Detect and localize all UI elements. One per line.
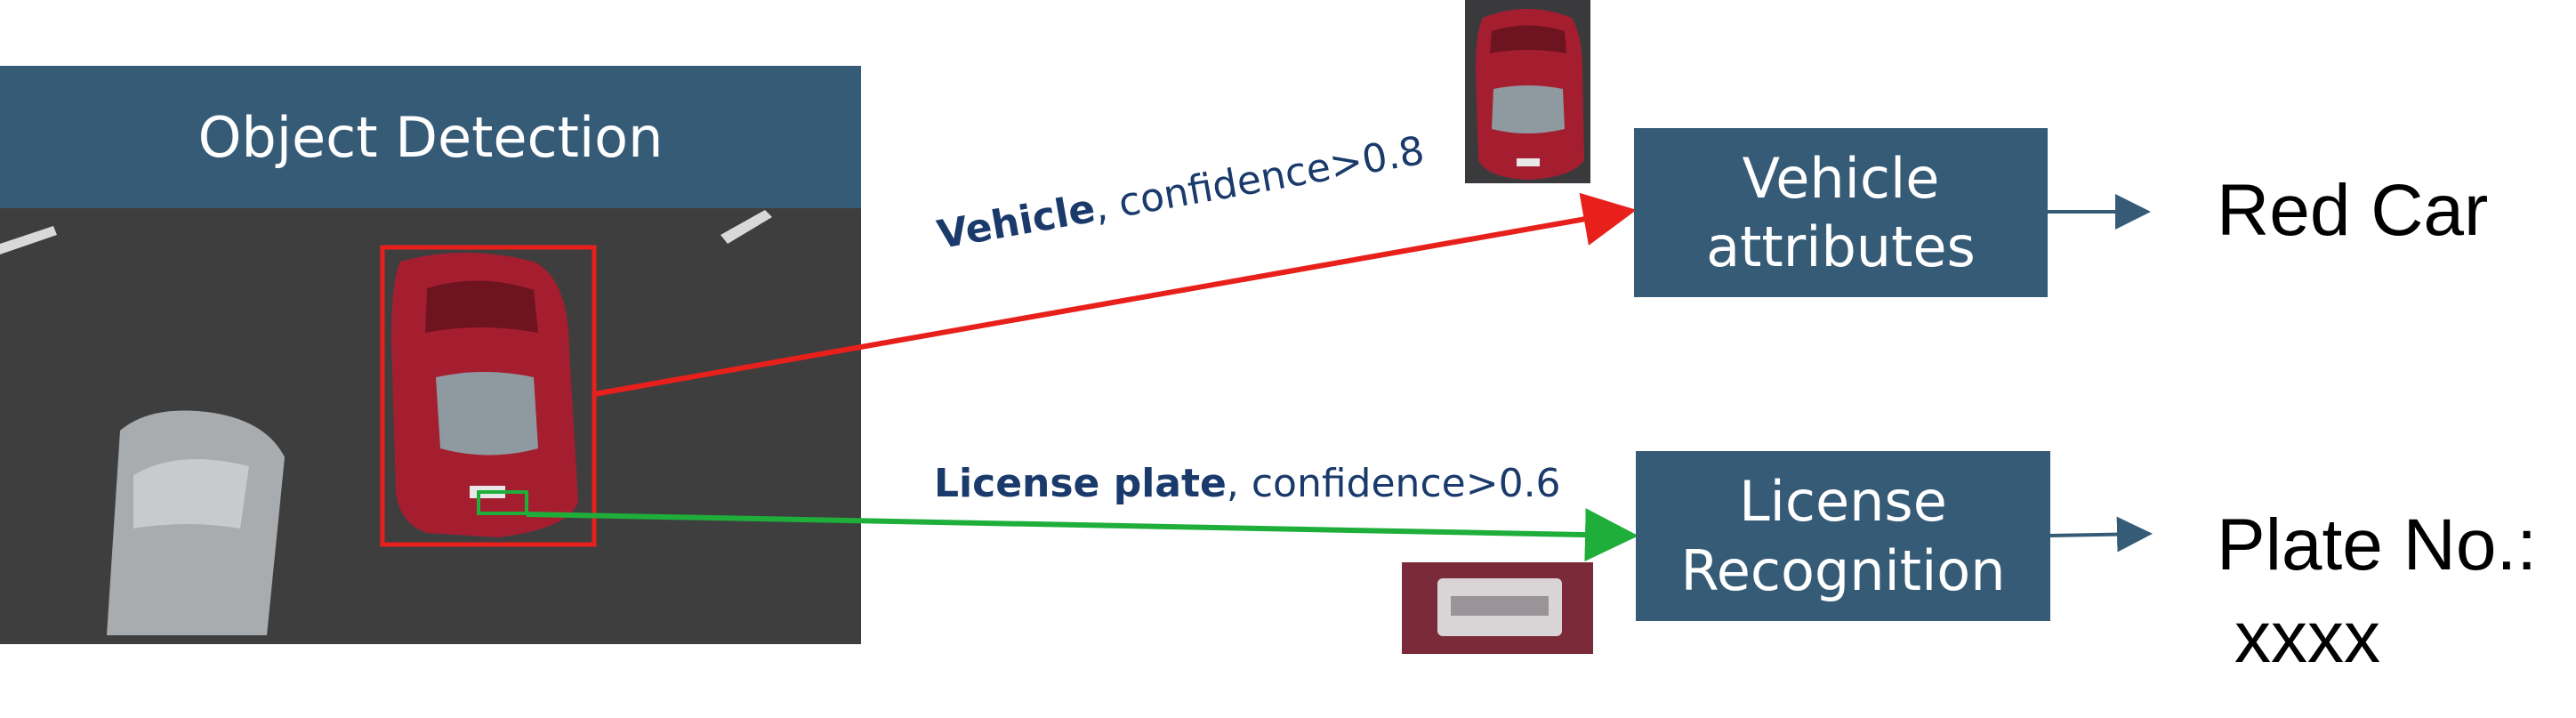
license-arrow	[526, 508, 1638, 562]
license-edge-label: License plate, confidence>0.6	[934, 461, 1561, 506]
object-detection-title: Object Detection	[197, 104, 664, 170]
plate-output-value: xxxx	[2234, 597, 2380, 678]
object-detection-header: Object Detection	[0, 66, 861, 208]
vehicle-attributes-line1: Vehicle	[1742, 145, 1940, 211]
license-recognition-line1: License	[1739, 469, 1947, 534]
silver-car	[107, 410, 285, 635]
plate-output-label: Plate No.:	[2217, 504, 2538, 585]
license-recognition-line2: Recognition	[1680, 537, 2006, 603]
red-car	[391, 253, 578, 537]
vehicle-crop-image	[1465, 0, 1590, 183]
license-output-arrow	[2049, 516, 2153, 553]
plate-crop-image	[1402, 562, 1593, 654]
detection-scene-image	[0, 208, 861, 644]
vehicle-output-text: Red Car	[2217, 170, 2489, 251]
vehicle-attributes-box: Vehicle attributes	[1634, 128, 2048, 297]
vehicle-bounding-box	[380, 245, 597, 547]
license-edge-label-rest: , confidence>0.6	[1226, 461, 1561, 506]
license-edge-label-bold: License plate	[934, 461, 1227, 506]
plate-bounding-box	[477, 490, 528, 515]
vehicle-attributes-line2: attributes	[1706, 214, 1976, 279]
vehicle-arrow	[593, 192, 1637, 397]
license-recognition-box: License Recognition	[1636, 451, 2050, 621]
